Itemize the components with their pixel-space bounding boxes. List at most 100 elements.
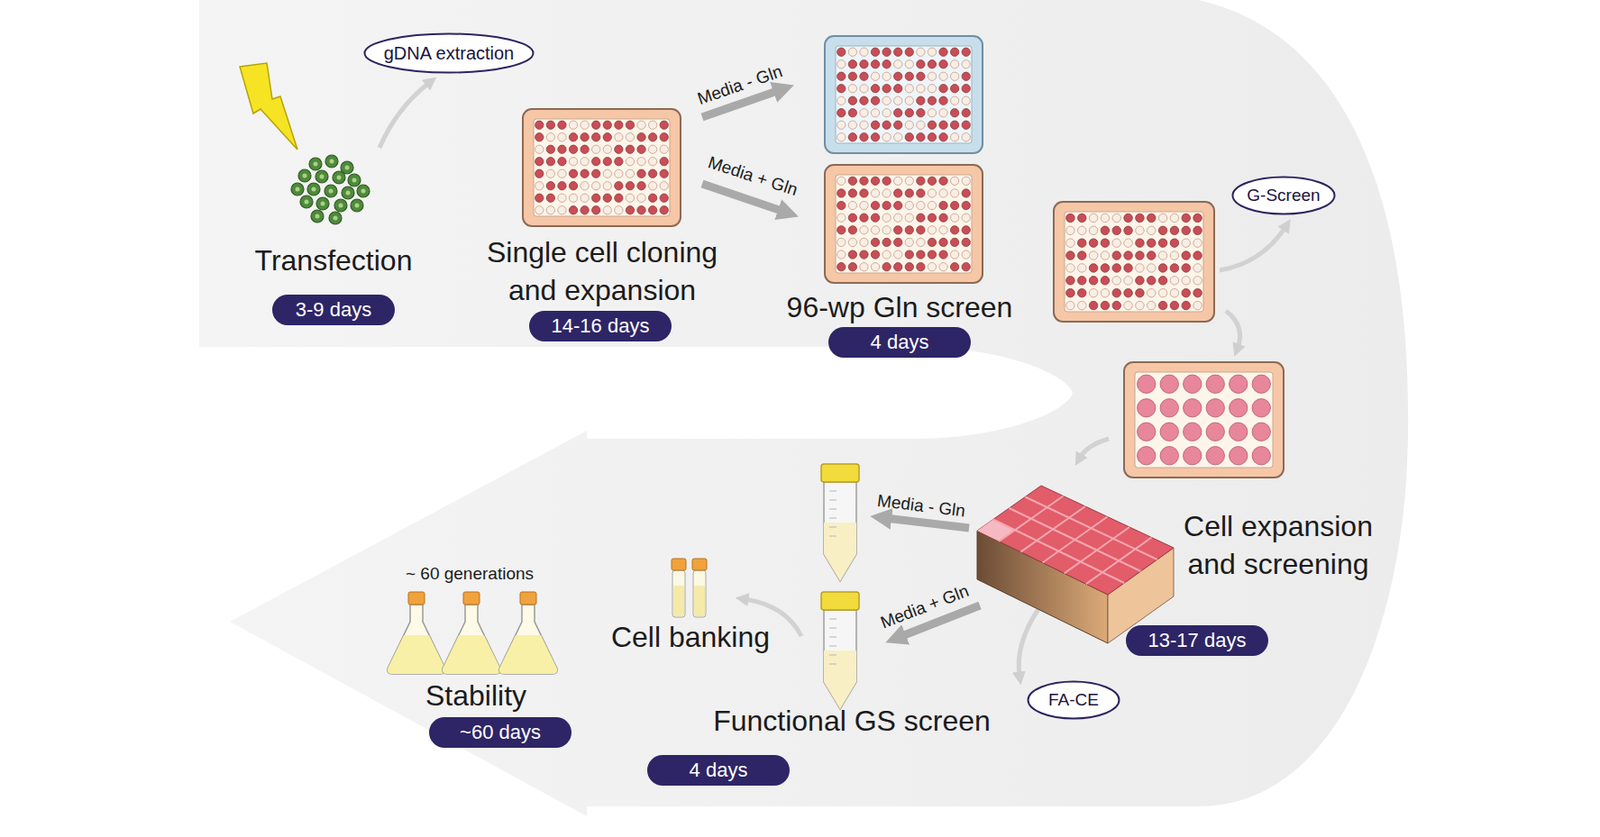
- plate-well: [950, 250, 959, 259]
- shake-flask: [442, 604, 501, 675]
- plate-well: [1066, 264, 1075, 273]
- plate-well: [950, 47, 959, 56]
- plate-well: [1078, 301, 1087, 310]
- plate-well: [557, 120, 567, 129]
- process-band: [199, 0, 1408, 817]
- plate-well: [1181, 213, 1190, 222]
- plate-well: [637, 120, 646, 129]
- plate-well: [1147, 301, 1156, 310]
- cell-cluster: [329, 159, 335, 165]
- cell-cluster: [356, 184, 370, 198]
- plate-well: [837, 133, 846, 142]
- plate-well: [916, 250, 925, 259]
- plate-well: [905, 47, 914, 56]
- plate-well: [1112, 251, 1121, 260]
- cryo-vial: [673, 585, 685, 617]
- duration-pill: ~60 days: [429, 717, 572, 749]
- plate-well: [1137, 422, 1156, 441]
- cryo-vial: [692, 558, 707, 571]
- plate-well: [870, 47, 879, 56]
- plate-well: [580, 145, 589, 154]
- plate-well: [625, 206, 634, 215]
- plate-well: [859, 47, 869, 56]
- plate-well: [882, 47, 891, 56]
- plate-well: [859, 176, 869, 185]
- stage-label: Cell banking: [611, 619, 770, 658]
- plate-well: [916, 109, 925, 118]
- plate-well: [927, 213, 936, 222]
- plate-well: [927, 84, 936, 93]
- plate-well: [837, 263, 846, 272]
- plate-well: [659, 120, 668, 129]
- duration-text: 3-9 days: [295, 299, 372, 321]
- cell-cluster: [309, 157, 322, 171]
- cell-cluster: [355, 203, 360, 209]
- plate-well: [1160, 374, 1179, 394]
- plate-well: [882, 250, 891, 259]
- well-plate: [824, 36, 983, 154]
- plate-well: [939, 250, 948, 259]
- plate-well: [1158, 226, 1167, 235]
- plate-well: [557, 133, 567, 142]
- plate-well: [939, 109, 948, 118]
- conical-tube: [823, 522, 857, 582]
- plate-well: [1100, 251, 1109, 260]
- plate-well: [927, 250, 936, 259]
- plate-well: [882, 201, 891, 210]
- plate-well: [614, 157, 623, 166]
- plate-well: [568, 206, 577, 215]
- plate-well: [659, 193, 668, 202]
- cell-cluster: [361, 189, 366, 194]
- plate-well: [837, 47, 846, 56]
- plate-well: [637, 206, 646, 215]
- plate-well: [916, 60, 925, 69]
- plate-well: [1124, 276, 1133, 285]
- plate-well: [1193, 276, 1202, 285]
- plate-well: [1135, 276, 1144, 285]
- plate-well: [625, 120, 634, 129]
- well-plate: [522, 109, 681, 227]
- plate-well: [870, 60, 879, 69]
- plate-well: [859, 72, 869, 81]
- plate-well: [1181, 238, 1190, 247]
- plate-well: [905, 263, 914, 272]
- cell-cluster: [320, 174, 325, 180]
- plate-well: [625, 169, 634, 178]
- plate-well: [659, 157, 668, 166]
- plate-well: [1147, 264, 1156, 273]
- plate-well: [557, 206, 567, 215]
- plate-well: [568, 157, 577, 166]
- plate-well: [557, 193, 567, 202]
- flow-arrow: [379, 82, 1286, 677]
- plate-well: [1078, 264, 1087, 273]
- plate-well: [557, 182, 567, 191]
- plate-well: [927, 189, 936, 198]
- plate-well: [848, 201, 857, 210]
- conical-tube: [823, 610, 857, 710]
- plate-well: [625, 145, 634, 154]
- plate-well: [648, 206, 657, 215]
- plate-well: [1100, 238, 1109, 247]
- plate-well: [870, 96, 879, 105]
- conical-tube: [821, 464, 860, 483]
- ellipse-shape: [365, 34, 534, 74]
- plate-well: [870, 133, 879, 142]
- plate-well: [1135, 213, 1144, 222]
- plate-well: [1183, 447, 1202, 466]
- plate-well: [1078, 288, 1087, 297]
- stage-label: Stability: [425, 677, 527, 716]
- plate-well: [535, 120, 544, 129]
- plate-well: [592, 157, 601, 166]
- plate-well: [1183, 374, 1202, 394]
- plate-well: [927, 226, 936, 235]
- plate-well: [603, 157, 612, 166]
- plate-well: [848, 176, 857, 185]
- stage-label: Functional GS screen: [713, 703, 991, 741]
- flow-arrow: [1079, 438, 1109, 458]
- plate-well: [882, 120, 891, 129]
- plate-well: [916, 226, 925, 235]
- plate-well: [1112, 226, 1121, 235]
- plate-well: [568, 145, 577, 154]
- plate-well: [1112, 213, 1121, 222]
